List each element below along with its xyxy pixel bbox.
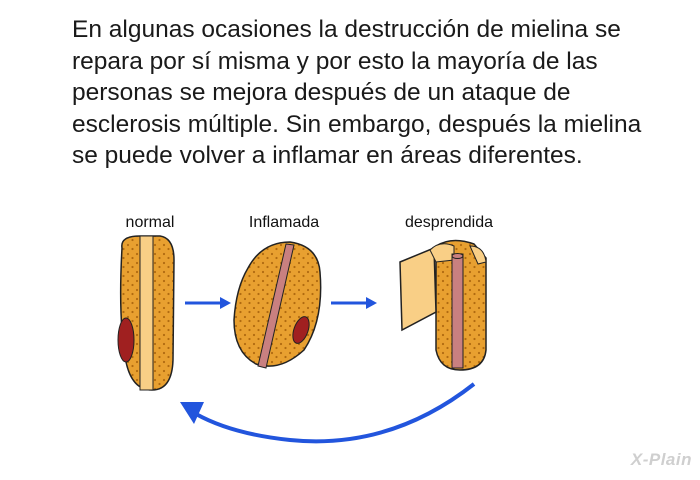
arrow-right-icon	[185, 297, 231, 309]
arrow-right-icon	[331, 297, 377, 309]
lesion-shape	[292, 316, 310, 344]
brand-logo: X-Plain	[630, 450, 692, 469]
explanation-text: En algunas ocasiones la destrucción de m…	[72, 16, 642, 169]
inflamed-nerve-illustration	[233, 241, 322, 369]
normal-nerve-illustration	[117, 235, 175, 391]
stage-label-normal: normal	[125, 214, 175, 231]
return-arrow-icon	[180, 382, 476, 444]
stage-label-detached: desprendida	[404, 214, 494, 231]
lesion-shape	[117, 317, 135, 363]
stage-label-inflamed: Inflamada	[248, 214, 320, 231]
detached-nerve-illustration	[399, 239, 487, 371]
